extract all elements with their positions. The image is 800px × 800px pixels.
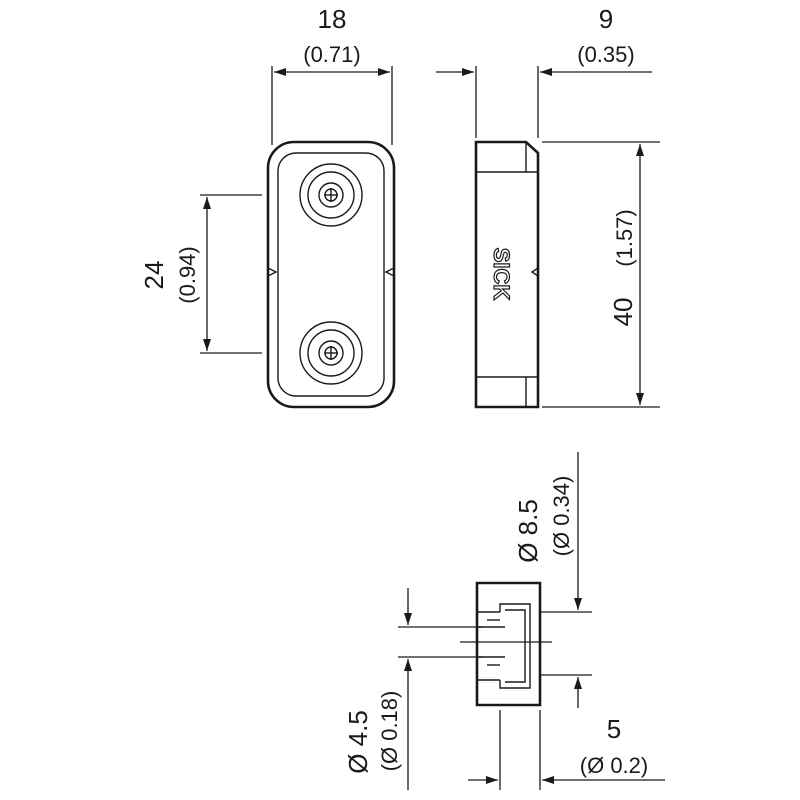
side-view: SICK [474, 140, 540, 409]
section-view-outline [475, 581, 542, 707]
height-value: 40 [608, 298, 638, 327]
hole-spacing-imperial: (0.94) [175, 246, 200, 303]
thickness-value: 5 [607, 714, 621, 744]
lower-mounting-hole [299, 321, 363, 385]
width-value: 18 [318, 4, 347, 34]
hole-spacing-dimension: 24 (0.94) [139, 194, 262, 354]
counterbore-value: Ø 8.5 [513, 499, 543, 563]
hole-value: Ø 4.5 [343, 710, 373, 774]
side-view-outline [474, 140, 540, 409]
hole-imperial: (Ø 0.18) [377, 691, 402, 772]
width-dimension: 18 (0.71) [271, 4, 393, 145]
thickness-dimension: 5 (Ø 0.2) [468, 710, 665, 790]
thickness-imperial: (Ø 0.2) [580, 753, 648, 778]
sick-logo: SICK [489, 248, 514, 301]
height-imperial: (1.57) [612, 209, 637, 266]
width-imperial: (0.71) [303, 42, 360, 67]
depth-value: 9 [599, 4, 613, 34]
front-view [266, 140, 396, 409]
upper-mounting-hole [299, 163, 363, 227]
hole-spacing-value: 24 [139, 261, 169, 290]
counterbore-imperial: (Ø 0.34) [549, 476, 574, 557]
front-view-outline [266, 140, 396, 409]
left-notch [267, 267, 278, 277]
depth-dimension: 9 (0.35) [436, 4, 652, 138]
right-notch [384, 267, 395, 277]
height-dimension: 40 (1.57) [542, 141, 660, 408]
front-view-inner-edge [277, 152, 385, 397]
depth-imperial: (0.35) [577, 42, 634, 67]
hole-dimension: Ø 4.5 (Ø 0.18) [343, 588, 482, 790]
counterbore-dimension: Ø 8.5 (Ø 0.34) [513, 452, 592, 708]
section-view [460, 581, 552, 707]
